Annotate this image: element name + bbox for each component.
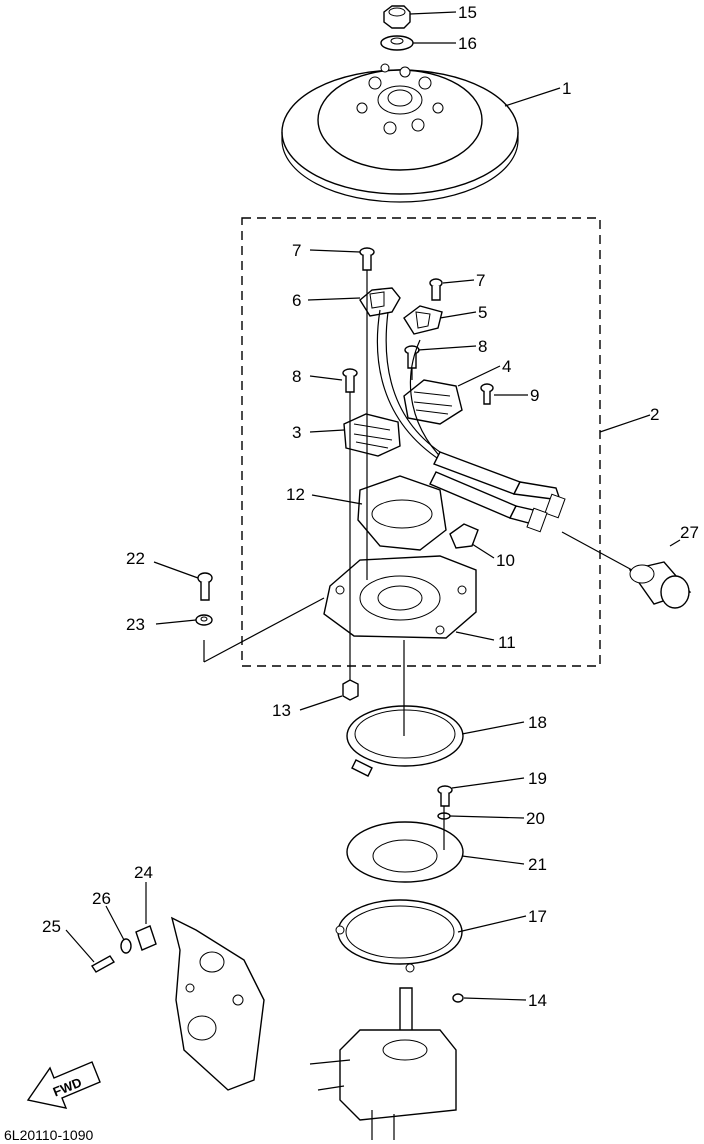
- leader-lines: [65, 11, 681, 1001]
- callout-3: 3: [292, 423, 301, 442]
- callout-24: 24: [134, 863, 153, 882]
- callout-2: 2: [650, 405, 659, 424]
- callout-18: 18: [528, 713, 547, 732]
- callout-22: 22: [126, 549, 145, 568]
- part-7-screw-a: [359, 247, 375, 271]
- stator-assembly-outline: [241, 217, 601, 667]
- callout-19: 19: [528, 769, 547, 788]
- part-22-bolt: [197, 572, 213, 601]
- fwd-direction-arrow: FWD: [26, 1061, 101, 1109]
- part-13-bolt: [342, 679, 359, 701]
- diagram-code: 6L20110-1090: [4, 1127, 93, 1143]
- callout-26: 26: [92, 889, 111, 908]
- callout-5: 5: [478, 303, 487, 322]
- part-24-clip: [135, 925, 157, 951]
- part-1-flywheel: [281, 63, 519, 203]
- callout-7b: 7: [476, 271, 485, 290]
- part-5-bracket: [403, 305, 443, 335]
- callout-7a: 7: [292, 241, 301, 260]
- callout-12: 12: [286, 485, 305, 504]
- crankcase-housing: [309, 987, 457, 1140]
- part-18-ring: [346, 705, 464, 777]
- callout-1: 1: [562, 79, 571, 98]
- part-11-base-plate: [323, 555, 477, 639]
- callout-11: 11: [498, 633, 516, 652]
- callout-16: 16: [458, 34, 477, 53]
- callout-10: 10: [496, 551, 515, 570]
- callout-15: 15: [458, 3, 477, 22]
- callout-6: 6: [292, 291, 301, 310]
- wiring-harness: [376, 309, 566, 533]
- callout-23: 23: [126, 615, 145, 634]
- part-15-nut: [383, 5, 411, 29]
- part-14-pin: [452, 993, 464, 1003]
- part-7-screw-b: [429, 278, 443, 301]
- part-21-plate: [346, 821, 464, 883]
- callout-17: 17: [528, 907, 547, 926]
- lower-bracket-housing: [170, 916, 265, 1091]
- part-17-gasket: [335, 899, 463, 973]
- callout-8b: 8: [292, 367, 301, 386]
- part-12-cover: [357, 475, 447, 551]
- part-3-pulser-coil: [343, 413, 401, 457]
- callout-8a: 8: [478, 337, 487, 356]
- part-6-bracket: [359, 287, 401, 317]
- callout-9: 9: [530, 386, 539, 405]
- part-27-sleeve: [628, 561, 692, 609]
- part-10-clamp: [449, 523, 479, 549]
- part-23-washer: [195, 614, 213, 626]
- callout-20: 20: [526, 809, 545, 828]
- callout-numbers: 15 16 1 7 7 6 5 8 8 4 9 2 3 12 10 27 22 …: [42, 3, 699, 1010]
- part-4-charge-coil: [403, 379, 463, 425]
- callout-25: 25: [42, 917, 61, 936]
- part-9-screw: [480, 383, 494, 405]
- part-25-screw: [90, 955, 116, 973]
- callout-27: 27: [680, 523, 699, 542]
- callout-21: 21: [528, 855, 547, 874]
- part-8-screw-b: [342, 368, 358, 393]
- callout-14: 14: [528, 991, 547, 1010]
- callout-13: 13: [272, 701, 291, 720]
- part-16-washer: [380, 35, 414, 51]
- part-19-bolt: [437, 785, 453, 807]
- callout-4: 4: [502, 357, 511, 376]
- part-26-washer: [120, 938, 132, 954]
